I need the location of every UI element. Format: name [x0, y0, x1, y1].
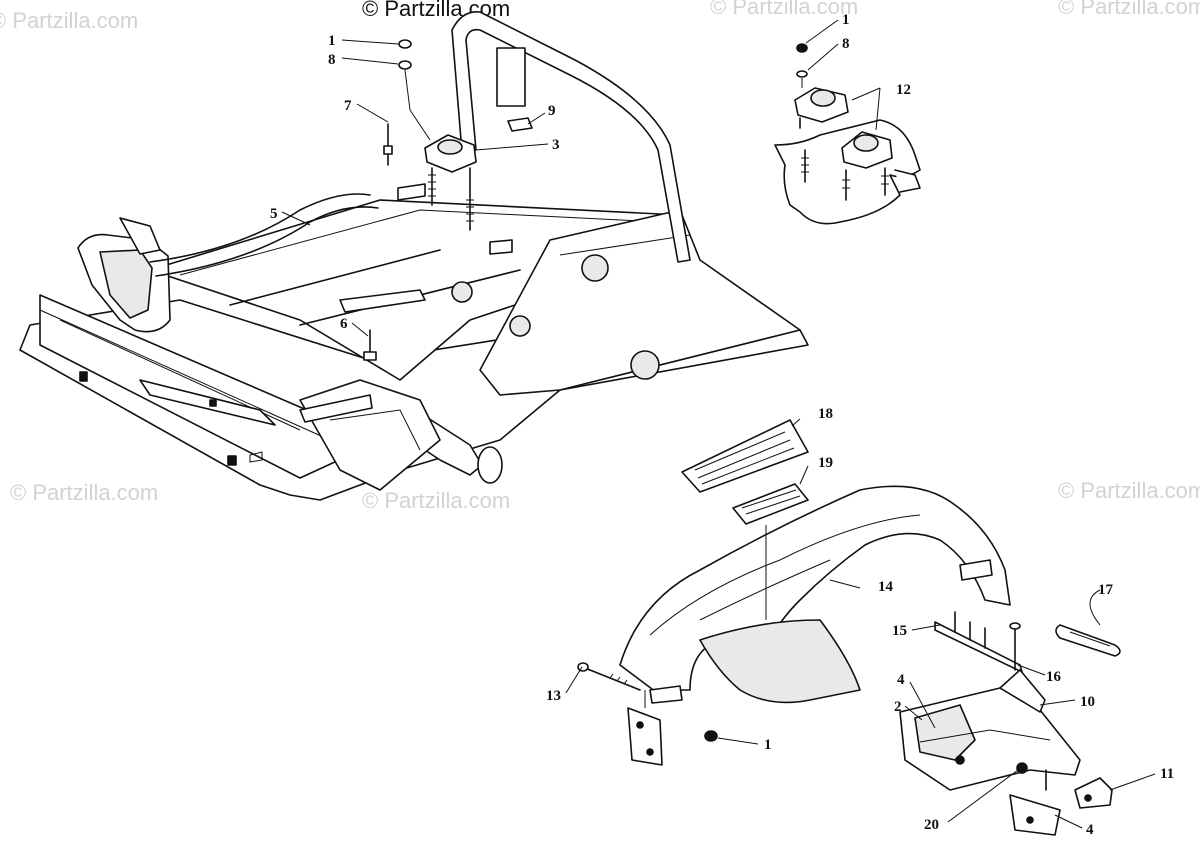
part-6 [363, 329, 377, 361]
bolt-7 [383, 123, 393, 166]
callout-4-lower: 4 [1086, 822, 1094, 838]
leader-lines [281, 19, 1156, 829]
callout-8: 8 [328, 52, 336, 68]
engine-mount-inset-12 [774, 43, 921, 225]
nut-washer-1-8 [398, 39, 431, 141]
callout-8-inset: 8 [842, 36, 850, 52]
watermark-top-left: © Partzilla.com [0, 8, 139, 33]
callout-16: 16 [1046, 669, 1062, 685]
callout-numbers: 1 8 7 9 3 5 6 1 8 12 18 19 14 17 15 16 1… [270, 12, 1174, 838]
callout-11: 11 [1160, 766, 1174, 782]
callout-1-inset: 1 [842, 12, 850, 28]
rear-fender-14 [619, 485, 1011, 704]
nut-1-rear [704, 730, 718, 742]
callout-20: 20 [924, 817, 939, 833]
callout-18: 18 [818, 406, 833, 422]
callout-1: 1 [328, 33, 336, 49]
callout-10: 10 [1080, 694, 1095, 710]
callout-17: 17 [1098, 582, 1114, 598]
callout-5: 5 [270, 206, 278, 222]
callout-6: 6 [340, 316, 348, 332]
hitch-bracket-10 [899, 669, 1081, 836]
callout-1-rear: 1 [764, 737, 772, 753]
bracket-15 [934, 611, 1023, 673]
callout-4-upper: 4 [897, 672, 905, 688]
mounting-plate-flap [627, 690, 663, 766]
decal-18 [681, 419, 809, 493]
engine-mount-3 [424, 134, 477, 231]
chassis-frame [19, 11, 809, 501]
decal-19 [732, 483, 809, 525]
watermark-mid-left: © Partzilla.com [10, 480, 159, 505]
watermark-mid-right: © Partzilla.com [1058, 478, 1200, 503]
callout-3: 3 [552, 137, 560, 153]
callout-9: 9 [548, 103, 556, 119]
watermark-top-center: © Partzilla.com [710, 0, 859, 19]
callout-12: 12 [896, 82, 911, 98]
handle-17 [1055, 624, 1121, 657]
screw-16 [1009, 622, 1021, 671]
watermark-top-right: © Partzilla.com [1058, 0, 1200, 19]
watermark-mid-center: © Partzilla.com [362, 488, 511, 513]
callout-2: 2 [894, 699, 902, 715]
callout-19: 19 [818, 455, 833, 471]
tab-11 [1074, 777, 1113, 809]
callout-7: 7 [344, 98, 352, 114]
callout-14: 14 [878, 579, 894, 595]
callout-13: 13 [546, 688, 561, 704]
callout-15: 15 [892, 623, 907, 639]
